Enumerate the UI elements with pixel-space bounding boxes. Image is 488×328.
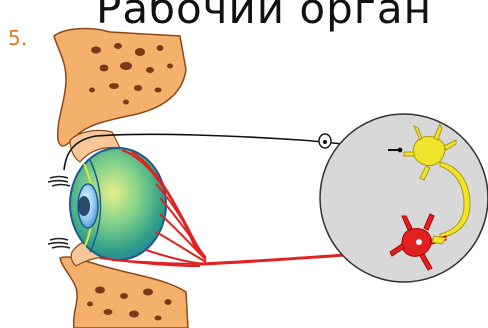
eyeball: [70, 148, 166, 260]
upper-orbital-bone: [54, 29, 186, 146]
nerve-centre-circle: [320, 114, 488, 282]
motor-neuron-nucleus: [416, 239, 422, 245]
ganglion-icon: [319, 134, 331, 148]
pupil: [78, 196, 90, 216]
lower-eyelash-icon: [48, 239, 70, 249]
lower-orbital-bone: [60, 257, 188, 328]
upper-eyelash-icon: [48, 177, 70, 187]
